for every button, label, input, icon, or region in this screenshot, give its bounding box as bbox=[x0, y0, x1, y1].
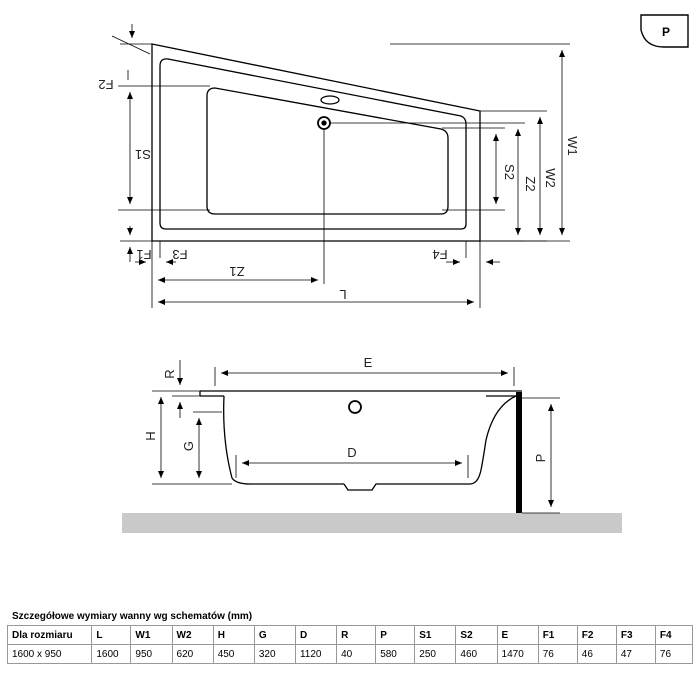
table-header-cell: F2 bbox=[576, 625, 617, 645]
table-cell: 1470 bbox=[496, 644, 539, 664]
label-G: G bbox=[181, 441, 196, 451]
table-cell: 580 bbox=[375, 644, 416, 664]
table-cell: 250 bbox=[414, 644, 457, 664]
label-L: L bbox=[339, 287, 346, 302]
table-cell: 76 bbox=[654, 644, 694, 664]
table-header-cell: S1 bbox=[414, 625, 457, 645]
label-F1: F1 bbox=[136, 247, 151, 262]
table-header-cell: F1 bbox=[537, 625, 578, 645]
label-P: P bbox=[533, 454, 548, 463]
overflow-icon bbox=[348, 400, 362, 414]
label-F3: F3 bbox=[172, 247, 187, 262]
table-header-cell: P bbox=[375, 625, 416, 645]
table-header-cell: Dla rozmiaru bbox=[6, 625, 93, 645]
table-cell: 950 bbox=[130, 644, 173, 664]
side-view bbox=[122, 390, 622, 533]
table-cell: 46 bbox=[576, 644, 617, 664]
table-header-cell: W1 bbox=[130, 625, 173, 645]
table-header-cell: S2 bbox=[455, 625, 498, 645]
tub-rim-outline bbox=[159, 58, 467, 230]
tub-left-wall bbox=[223, 395, 344, 485]
table-header-cell: F4 bbox=[654, 625, 694, 645]
top-view-labels: F2 S1 F1 F3 Z1 L F4 S2 Z2 W2 W1 bbox=[98, 77, 580, 302]
badge-label: P bbox=[662, 25, 670, 39]
table-cell: 460 bbox=[455, 644, 498, 664]
table-header-cell: W2 bbox=[171, 625, 214, 645]
table-cell: 450 bbox=[212, 644, 255, 664]
tub-basin-outline bbox=[206, 87, 449, 215]
support-leg bbox=[516, 392, 522, 513]
table-header-cell: D bbox=[294, 625, 338, 645]
tub-right-wall bbox=[480, 395, 517, 471]
table-cell: 320 bbox=[253, 644, 296, 664]
label-S2: S2 bbox=[502, 164, 517, 180]
table-header-cell: R bbox=[336, 625, 377, 645]
table-header-cell: E bbox=[496, 625, 539, 645]
table-header-cell: H bbox=[212, 625, 255, 645]
label-F4: F4 bbox=[432, 247, 447, 262]
top-view bbox=[151, 43, 481, 242]
label-Z1: Z1 bbox=[229, 264, 244, 279]
table-title: Szczegółowe wymiary wanny wg schematów (… bbox=[12, 611, 253, 622]
right-version-badge: P bbox=[640, 14, 689, 48]
label-R: R bbox=[162, 369, 177, 378]
table-header-cell: F3 bbox=[615, 625, 656, 645]
label-W2: W2 bbox=[543, 168, 558, 188]
label-D: D bbox=[347, 445, 356, 460]
label-E: E bbox=[364, 355, 373, 370]
table-cell: 620 bbox=[171, 644, 214, 664]
side-view-dimension-lines bbox=[152, 360, 560, 514]
table-cell: 1600 bbox=[91, 644, 132, 664]
table-header-cell: G bbox=[253, 625, 296, 645]
floor bbox=[122, 513, 622, 533]
overflow-oval bbox=[320, 95, 340, 105]
tub-outer-outline bbox=[151, 43, 481, 242]
table-cell: 1600 x 950 bbox=[6, 644, 93, 664]
table-header-cell: L bbox=[91, 625, 132, 645]
table-cell: 47 bbox=[615, 644, 656, 664]
label-W1: W1 bbox=[565, 136, 580, 156]
tub-bottom bbox=[343, 469, 482, 491]
label-H: H bbox=[143, 431, 158, 440]
label-Z2: Z2 bbox=[523, 176, 538, 191]
top-view-dimension-lines bbox=[111, 24, 570, 308]
bathtub-technical-drawing: P bbox=[98, 14, 689, 533]
table-cell: 76 bbox=[537, 644, 578, 664]
table-cell: 40 bbox=[336, 644, 377, 664]
label-S1: S1 bbox=[135, 147, 151, 162]
label-F2: F2 bbox=[98, 77, 113, 92]
side-view-labels: E D R H G P bbox=[143, 355, 548, 462]
table-cell: 1120 bbox=[294, 644, 338, 664]
